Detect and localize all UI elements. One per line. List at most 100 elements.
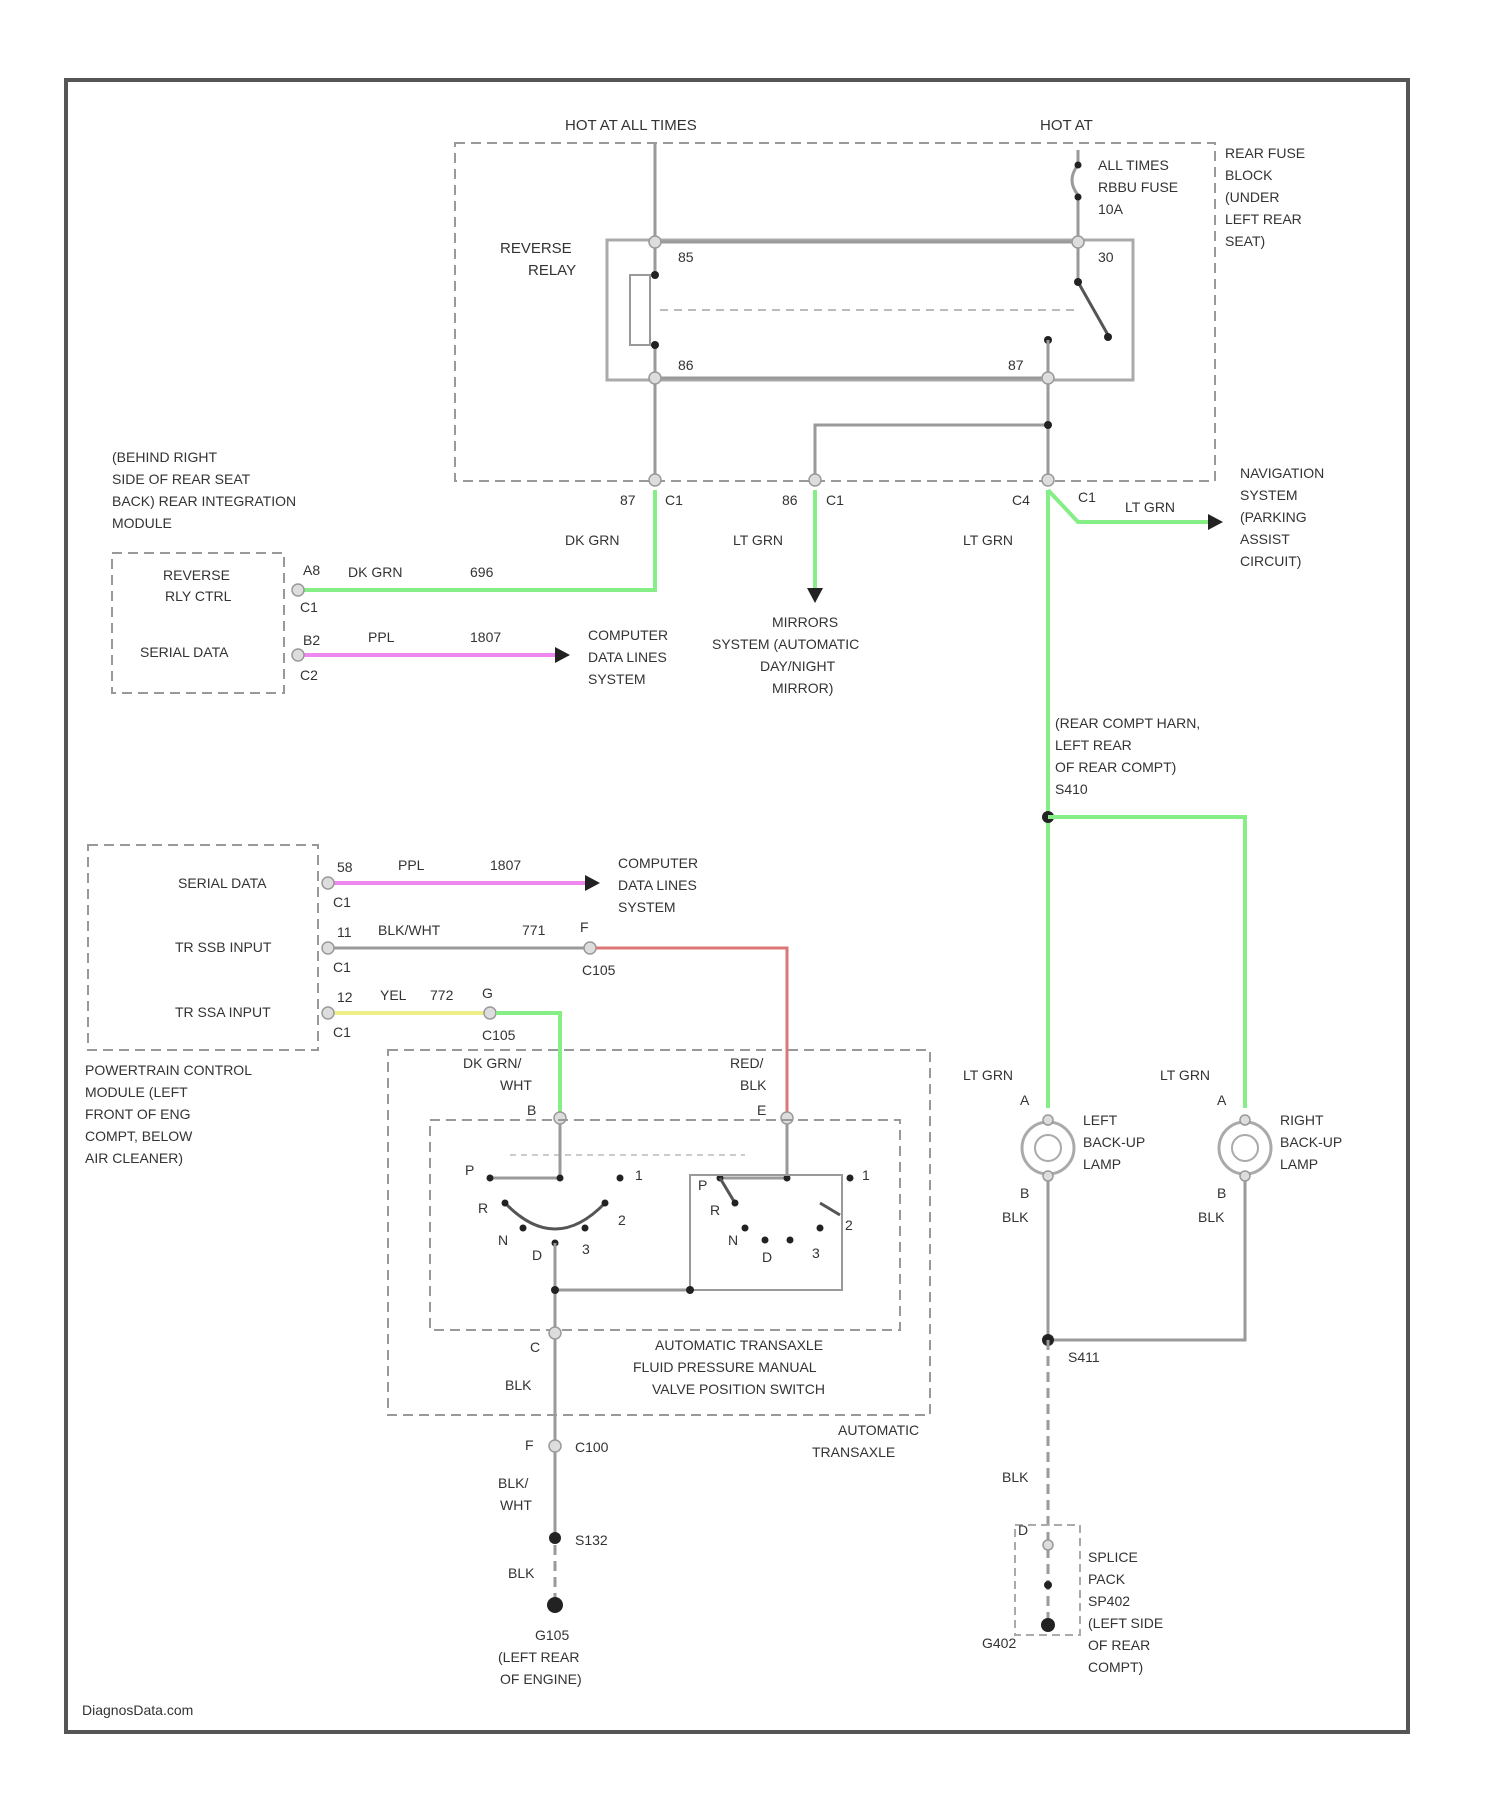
left-lamp-gnd-label: BLK xyxy=(1002,1209,1029,1225)
svg-text:LAMP: LAMP xyxy=(1280,1156,1318,1172)
c105-terminal-g xyxy=(484,1007,496,1019)
right-backup-lamp xyxy=(1219,1115,1271,1181)
svg-text:NAVIGATION: NAVIGATION xyxy=(1240,465,1324,481)
svg-text:AUTOMATIC TRANSAXLE: AUTOMATIC TRANSAXLE xyxy=(655,1337,823,1353)
c105-pin-f: F xyxy=(580,919,589,935)
g105-label: G105 (LEFT REAR OF ENGINE) xyxy=(498,1627,582,1687)
svg-text:SEAT): SEAT) xyxy=(1225,233,1265,249)
right-lamp-pin-b: B xyxy=(1217,1185,1226,1201)
svg-text:(LEFT SIDE: (LEFT SIDE xyxy=(1088,1615,1163,1631)
lt-grn-mirror-label: LT GRN xyxy=(733,532,783,548)
switch-terminal-b xyxy=(554,1112,566,1124)
svg-text:S410: S410 xyxy=(1055,781,1088,797)
rim-pin-b2: B2 xyxy=(303,632,320,648)
computer-data-lines-top: COMPUTER DATA LINES SYSTEM xyxy=(588,627,668,687)
ppl-label-bottom: PPL xyxy=(398,857,425,873)
circuit-772: 772 xyxy=(430,987,454,1003)
svg-text:COMPT, BELOW: COMPT, BELOW xyxy=(85,1128,193,1144)
svg-text:C1: C1 xyxy=(1078,489,1096,505)
svg-text:86: 86 xyxy=(782,492,798,508)
switch-pin-c: C xyxy=(530,1339,540,1355)
rear-fuse-block-label: REAR FUSE BLOCK (UNDER LEFT REAR SEAT) xyxy=(1225,145,1305,249)
svg-text:MODULE (LEFT: MODULE (LEFT xyxy=(85,1084,188,1100)
right-pos-r: R xyxy=(710,1202,720,1218)
pcm-serial-data-label: SERIAL DATA xyxy=(178,875,267,891)
left-lamp-wire-label: LT GRN xyxy=(963,1067,1013,1083)
rim-terminal-a8 xyxy=(292,584,304,596)
rim-terminal-b2 xyxy=(292,649,304,661)
relay-switch xyxy=(1044,242,1112,480)
computer-data-lines-bottom: COMPUTER DATA LINES SYSTEM xyxy=(618,855,698,915)
circuit-1807-top: 1807 xyxy=(470,629,501,645)
svg-text:SYSTEM: SYSTEM xyxy=(618,899,676,915)
circuit-696: 696 xyxy=(470,564,494,580)
svg-text:BACK-UP: BACK-UP xyxy=(1083,1134,1145,1150)
relay-pin-30: 30 xyxy=(1098,249,1114,265)
hot-all-times-label: HOT AT ALL TIMES xyxy=(565,117,697,134)
svg-text:10A: 10A xyxy=(1098,201,1124,217)
connector-c1-c4: C4 C1 xyxy=(1012,474,1096,508)
svg-text:BLOCK: BLOCK xyxy=(1225,167,1273,183)
right-lamp-ground-wire xyxy=(1048,1181,1245,1340)
reverse-relay-label: REVERSE RELAY xyxy=(500,240,576,279)
svg-text:MODULE: MODULE xyxy=(112,515,172,531)
rim-reverse-rly-ctrl-label: REVERSE RLY CTRL xyxy=(163,567,232,604)
all-times-fuse-label: ALL TIMES RBBU FUSE 10A xyxy=(1098,157,1178,217)
splice-pack-terminal xyxy=(1043,1540,1053,1550)
svg-text:ALL TIMES: ALL TIMES xyxy=(1098,157,1169,173)
svg-text:SP402: SP402 xyxy=(1088,1593,1130,1609)
switch-outline xyxy=(430,1120,900,1330)
left-backup-lamp xyxy=(1022,1115,1074,1181)
right-pos-n: N xyxy=(728,1232,738,1248)
svg-text:OF ENGINE): OF ENGINE) xyxy=(500,1671,582,1687)
svg-text:DATA LINES: DATA LINES xyxy=(618,877,697,893)
switch-common-node-2 xyxy=(686,1286,694,1294)
svg-text:LEFT REAR: LEFT REAR xyxy=(1225,211,1302,227)
nav-arrow xyxy=(1208,514,1223,530)
svg-text:(UNDER: (UNDER xyxy=(1225,189,1279,205)
relay-coil xyxy=(630,242,659,480)
svg-text:WHT: WHT xyxy=(500,1077,532,1093)
svg-text:RLY CTRL: RLY CTRL xyxy=(165,588,232,604)
left-lamp-name: LEFT BACK-UP LAMP xyxy=(1083,1112,1145,1172)
pcm-terminal-12 xyxy=(322,1007,334,1019)
switch-common-node xyxy=(551,1286,559,1294)
left-pos-p: P xyxy=(465,1162,474,1178)
switch-terminal-c xyxy=(549,1327,561,1339)
relay-output-junction xyxy=(1044,421,1052,429)
right-pos-d: D xyxy=(762,1249,772,1265)
diagram-frame xyxy=(66,80,1408,1732)
relay-pin-86: 86 xyxy=(678,357,694,373)
pcm-pin-58: 58 xyxy=(337,859,353,875)
relay-output-branch xyxy=(815,425,1048,480)
svg-text:87: 87 xyxy=(620,492,636,508)
svg-text:BACK) REAR INTEGRATION: BACK) REAR INTEGRATION xyxy=(112,493,296,509)
right-lamp-pin-a: A xyxy=(1217,1092,1227,1108)
pcm-tr-ssb-label: TR SSB INPUT xyxy=(175,939,272,955)
left-pos-n: N xyxy=(498,1232,508,1248)
svg-text:PACK: PACK xyxy=(1088,1571,1126,1587)
fuse-symbol xyxy=(1072,150,1082,242)
svg-text:SPLICE: SPLICE xyxy=(1088,1549,1138,1565)
svg-text:MIRROR): MIRROR) xyxy=(772,680,833,696)
svg-text:POWERTRAIN CONTROL: POWERTRAIN CONTROL xyxy=(85,1062,252,1078)
svg-text:SIDE OF REAR SEAT: SIDE OF REAR SEAT xyxy=(112,471,251,487)
relay-pin-87: 87 xyxy=(1008,357,1024,373)
switch-name: AUTOMATIC TRANSAXLE FLUID PRESSURE MANUA… xyxy=(633,1337,825,1397)
red-blk-label: RED/ BLK xyxy=(730,1055,767,1093)
svg-text:SYSTEM (AUTOMATIC: SYSTEM (AUTOMATIC xyxy=(712,636,859,652)
ppl-label-top: PPL xyxy=(368,629,395,645)
splice-pack-node xyxy=(1044,1581,1052,1589)
svg-text:(REAR COMPT HARN,: (REAR COMPT HARN, xyxy=(1055,715,1200,731)
svg-text:COMPUTER: COMPUTER xyxy=(588,627,668,643)
left-pos-d: D xyxy=(532,1247,542,1263)
mirrors-label: MIRRORS SYSTEM (AUTOMATIC DAY/NIGHT MIRR… xyxy=(712,614,859,696)
switch-ground-blk-label: BLK xyxy=(505,1377,532,1393)
circuit-1807-bottom: 1807 xyxy=(490,857,521,873)
blk-wht-ground-label: BLK/ WHT xyxy=(498,1475,532,1513)
switch-pin-e: E xyxy=(757,1102,766,1118)
left-lamp-pin-b: B xyxy=(1020,1185,1029,1201)
left-pos-r: R xyxy=(478,1200,488,1216)
svg-text:DK GRN/: DK GRN/ xyxy=(463,1055,521,1071)
svg-text:REVERSE: REVERSE xyxy=(500,240,572,257)
